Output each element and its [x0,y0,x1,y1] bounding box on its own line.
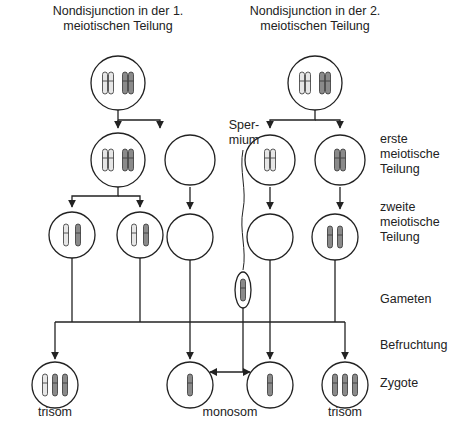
stage-label: erste meiotische Teilung [380,132,470,177]
title-label: Nondisjunction in der 1. meiotischen Tei… [48,4,188,34]
stage-label: zweite meiotische Teilung [380,200,470,245]
result-label: trisom [25,405,85,420]
stage-label: Zygote [380,376,470,391]
title-label: Nondisjunction in der 2. meiotischen Tei… [245,4,385,34]
result-label: monosom [190,405,270,420]
result-label: trisom [315,405,375,420]
stage-label: Befruchtung [380,338,470,353]
stage-label: Gameten [380,292,470,307]
cell-label: Sper- mium [226,118,262,148]
